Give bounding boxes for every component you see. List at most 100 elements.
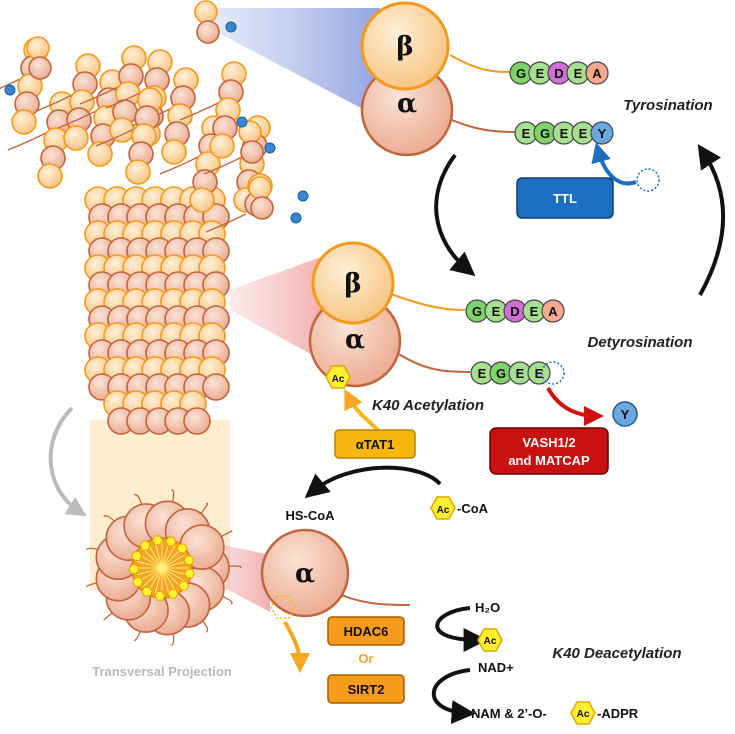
- or-label: Or: [358, 651, 373, 666]
- top-beta-residue-label-4: A: [592, 66, 602, 81]
- top-alpha-label: α: [397, 89, 417, 119]
- free-dimer-alpha-3: [250, 196, 274, 220]
- zoom-wedge-top: [205, 8, 380, 118]
- hdac6-enzyme-box: [327, 616, 405, 646]
- protofilament-tail-3: [79, 85, 121, 105]
- hdac6-reaction-arrow: [435, 606, 488, 652]
- lumen-ray-8: [148, 567, 163, 591]
- mid-beta-residue-4: [541, 299, 565, 323]
- lumen-acetyl-11: [176, 543, 188, 554]
- detyrosination-label: Detyrosination: [587, 334, 692, 351]
- released-tyrosine-label: Y: [621, 407, 630, 422]
- protofilament-tail-9: [205, 213, 247, 233]
- tyrosine-dot-5: [297, 190, 309, 202]
- ttl-label: TTL: [553, 191, 577, 206]
- top-beta-tail-line: [449, 54, 511, 73]
- tyrosine-dot-2: [264, 142, 276, 154]
- lumen-acetyl-10: [165, 536, 177, 547]
- mid-beta-subunit: [311, 241, 395, 325]
- lumen-acetyl-3: [154, 591, 166, 601]
- mt-lattice-subunit-83: [202, 373, 230, 401]
- protofilament-end-1-4: [63, 125, 89, 151]
- acetyl-coa-arrow: [304, 465, 442, 499]
- lumen-ray-13: [136, 560, 163, 569]
- lumen-ray-14: [139, 554, 163, 569]
- k40-acetylation-label: K40 Acetylation: [372, 397, 484, 414]
- matcap-label: and MATCAP: [508, 453, 590, 468]
- protofilament-tail-2: [57, 109, 99, 129]
- top-beta-subunit: [360, 1, 450, 91]
- top-alpha-residue-label-0: E: [522, 126, 531, 141]
- lumen-acetyl-7: [131, 551, 143, 561]
- tyrosination-label: Tyrosination: [623, 97, 712, 114]
- lumen-acetyl-2: [167, 588, 179, 599]
- free-dimer-alpha-0: [196, 20, 220, 44]
- mid-alpha-residue-label-2: E: [516, 366, 525, 381]
- tyrosination-cycle-arrow: [697, 144, 726, 296]
- top-beta-residue-label-1: E: [536, 66, 545, 81]
- detyrosination-cycle-arrow: [434, 153, 476, 277]
- lumen-ray-22: [161, 554, 185, 569]
- acetyl-group-adpr: [570, 701, 596, 725]
- bottom-alpha-label: α: [295, 559, 315, 589]
- acetyl-group-released: [477, 628, 503, 652]
- protofilament-end-11-4: [125, 159, 151, 185]
- mid-beta-residue-label-3: E: [530, 304, 539, 319]
- vash-matcap-enzyme-box: [489, 427, 609, 475]
- atat1-label: αTAT1: [356, 437, 395, 452]
- lumen-ray-11: [136, 567, 163, 576]
- lumen-ray-1: [161, 567, 188, 576]
- sirt2-enzyme-box: [327, 674, 405, 704]
- top-alpha-residue-label-1: G: [540, 126, 550, 141]
- sirt2-reaction-arrow: [431, 668, 476, 725]
- hs-coa-label: HS-CoA: [285, 508, 335, 523]
- removed-tyrosine-placeholder: [541, 361, 565, 385]
- mid-alpha-residue-label-3: E: [535, 366, 544, 381]
- bottom-alpha-subunit: [260, 528, 350, 618]
- free-dimer-alpha-1: [28, 56, 52, 80]
- protofilament-tail-7: [179, 101, 221, 121]
- deacetylation-arrow: [283, 621, 310, 673]
- k40-deacetylation-label: K40 Deacetylation: [552, 645, 681, 662]
- tyrosine-dot-0: [4, 84, 16, 96]
- top-beta-residue-label-0: G: [516, 66, 526, 81]
- free-dimer-alpha-2: [240, 140, 264, 164]
- transversal-projection-label: Transversal Projection: [92, 664, 232, 679]
- protofilament-end-2-4: [87, 141, 113, 167]
- lumen-acetyl-12: [183, 555, 195, 566]
- lumen-acetyl-9: [151, 535, 164, 546]
- tyrosine-dot-4: [225, 21, 237, 33]
- top-alpha-residue-label-2: E: [560, 126, 569, 141]
- microtubule: [0, 0, 309, 435]
- lumen-ray-16: [148, 545, 163, 569]
- lumen-ray-2: [161, 567, 185, 582]
- lumen-ray-19: [161, 542, 170, 569]
- lumen-ray-20: [161, 545, 176, 569]
- lumen-ray-21: [161, 549, 181, 569]
- acetyl-group-coa: [430, 496, 456, 520]
- protofilament-tail-6: [159, 155, 201, 175]
- detyrosination-arrow: [546, 386, 604, 426]
- h2o-label: H₂O: [475, 600, 500, 615]
- free-dimer-beta-1: [26, 36, 50, 60]
- tyrosine-dot-1: [236, 116, 248, 128]
- top-alpha-residue-label-3: E: [579, 126, 588, 141]
- projection-arrow: [48, 406, 87, 517]
- adpr-suffix-label: -ADPR: [597, 706, 639, 721]
- protofilament-end-5-4: [161, 139, 187, 165]
- nam-prefix-label: NAM & 2’-O-: [471, 706, 547, 721]
- mid-alpha-residue-label-0: E: [478, 366, 487, 381]
- mid-alpha-residue-3: [527, 361, 551, 385]
- ttl-enzyme-box: [516, 177, 614, 219]
- mid-alpha-label: α: [345, 325, 365, 355]
- hdac6-label: HDAC6: [344, 624, 389, 639]
- protofilament-tail-8: [203, 155, 245, 175]
- top-beta-residue-4: [585, 61, 609, 85]
- acetyl-label-adpr: Ac: [577, 709, 590, 720]
